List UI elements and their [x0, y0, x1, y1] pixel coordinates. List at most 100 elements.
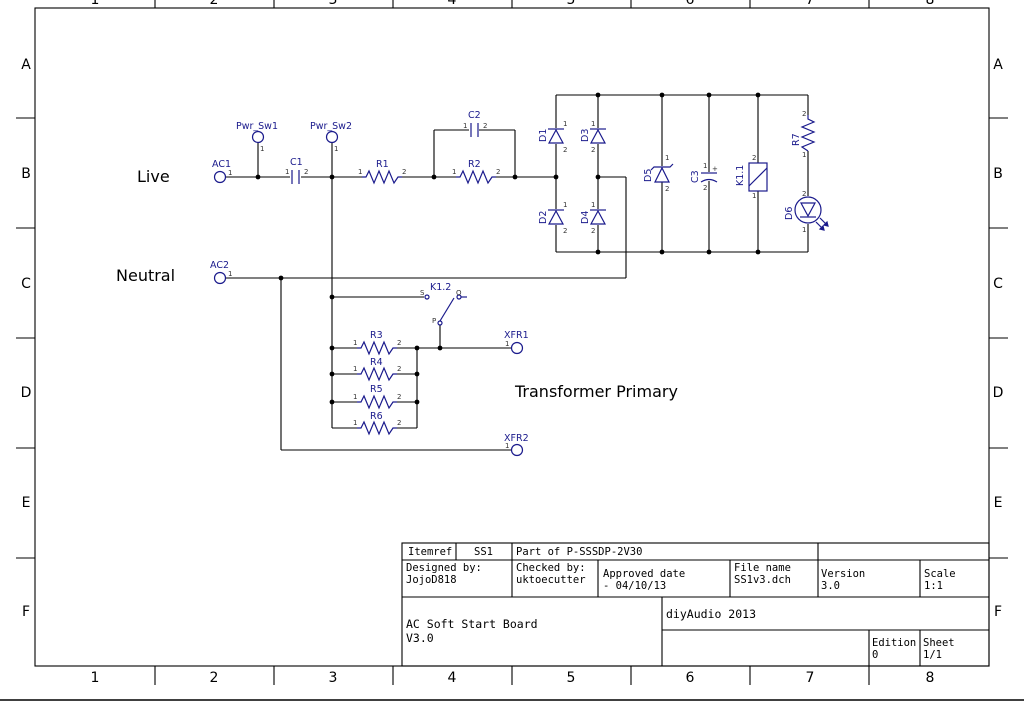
pin-number: 1	[260, 145, 264, 153]
ref-designator: AC2	[210, 260, 229, 271]
pin-number: 2	[304, 168, 308, 176]
relay-coil-k11: K1.1 2 1	[735, 154, 768, 200]
ref-designator: C1	[290, 157, 303, 168]
pin-number: 2	[563, 227, 567, 235]
pin-number: 1	[353, 339, 357, 347]
pin-number: 1	[334, 145, 338, 153]
pin-number: 2	[752, 154, 756, 162]
capacitor-c1: C1 1 2	[285, 157, 308, 184]
pin-number: 1	[228, 169, 232, 177]
ref-designator: R4	[370, 357, 383, 368]
version-value: 3.0	[821, 580, 840, 592]
column-label: 1	[91, 0, 100, 8]
connector-pwr-sw1: Pwr_Sw1 1	[236, 121, 278, 153]
pin-number: 1	[752, 192, 756, 200]
ref-designator: K1.1	[735, 165, 746, 186]
pin-number: 2	[802, 190, 806, 198]
resistor-r1: R1 1 2	[358, 159, 406, 185]
pin-number: 1	[463, 122, 467, 130]
pin-number: 2	[397, 393, 401, 401]
diode-d2: D2 1 2	[538, 201, 567, 235]
net-label-live: Live	[137, 167, 170, 186]
drawing-title: AC Soft Start Board	[406, 617, 538, 631]
column-label: 5	[567, 0, 576, 8]
ref-designator: D1	[538, 129, 549, 142]
designed-by-label: Designed by:	[406, 562, 482, 574]
file-name-value: SS1v3.dch	[734, 574, 791, 586]
column-label: 4	[448, 0, 457, 8]
capacitor-c3: C3 + 1 2	[690, 162, 718, 192]
drawing-title-version: V3.0	[406, 631, 434, 645]
approved-date-value: - 04/10/13	[603, 580, 666, 592]
column-label: 8	[926, 0, 935, 8]
row-label: A	[21, 57, 31, 73]
ref-designator: Pwr_Sw1	[236, 121, 278, 132]
ref-designator: D3	[580, 129, 591, 142]
contact-label-o: O	[456, 289, 462, 297]
pin-number: 1	[703, 162, 707, 170]
pin-number: 1	[505, 340, 509, 348]
led-d6: D6 2 1	[784, 190, 829, 234]
ref-designator: R1	[376, 159, 389, 170]
pin-number: 2	[703, 184, 707, 192]
pin-number: 1	[665, 154, 669, 162]
pin-number: 2	[397, 365, 401, 373]
resistor-r7: R7 2 1	[791, 110, 816, 159]
company-name: diyAudio 2013	[666, 607, 756, 621]
contact-label-s: S	[420, 289, 425, 297]
column-label: 2	[210, 0, 219, 8]
ref-designator: C2	[468, 110, 481, 121]
pin-number: 2	[802, 110, 806, 118]
ref-designator: R6	[370, 411, 383, 422]
ref-designator: XFR2	[504, 433, 529, 444]
ref-designator: K1.2	[430, 282, 451, 293]
pin-number: 2	[563, 146, 567, 154]
ref-designator: D5	[643, 169, 654, 182]
resistor-r3: R3 1 2	[353, 330, 401, 356]
connector-ac1: AC1 1	[212, 159, 232, 184]
designed-by-value: JojoD818	[406, 574, 457, 586]
ref-designator: R2	[468, 159, 481, 170]
title-block: Itemref SS1 Part of P-SSSDP-2V30 Designe…	[401, 542, 990, 667]
resistor-r6: R6 1 2	[353, 411, 401, 436]
diode-d3: D3 1 2	[580, 120, 607, 154]
ref-designator: D2	[538, 211, 549, 224]
contact-label-p: P	[432, 317, 436, 325]
pin-number: 1	[353, 365, 357, 373]
ref-designator: AC1	[212, 159, 231, 170]
pin-number: 2	[496, 168, 500, 176]
pin-number: 2	[397, 419, 401, 427]
ref-designator: XFR1	[504, 330, 529, 341]
version-label: Version	[821, 568, 865, 580]
pin-number: 1	[505, 442, 509, 450]
scale-label: Scale	[924, 568, 956, 580]
capacitor-c2: C2 1 2	[463, 110, 487, 137]
pin-number: 2	[591, 146, 595, 154]
pin-number: 1	[285, 168, 289, 176]
itemref-value: SS1	[474, 546, 493, 558]
checked-by-value: uktoecutter	[516, 574, 586, 586]
sheet-value: 1/1	[923, 649, 942, 661]
sheet-label: Sheet	[923, 637, 955, 649]
column-label: 6	[686, 0, 695, 8]
pin-number: 1	[353, 419, 357, 427]
row-label: B	[993, 166, 1003, 182]
diode-d1: D1 1 2	[538, 120, 567, 154]
pin-number: 2	[402, 168, 406, 176]
pin-number: 1	[591, 201, 595, 209]
checked-by-label: Checked by:	[516, 562, 586, 574]
row-label: E	[22, 495, 31, 511]
column-label: 6	[686, 670, 695, 686]
pin-number: 1	[228, 270, 232, 278]
row-label: D	[993, 385, 1004, 401]
column-label: 1	[91, 670, 100, 686]
column-label: 5	[567, 670, 576, 686]
pin-number: 1	[563, 201, 567, 209]
pin-number: 1	[802, 151, 806, 159]
scale-value: 1:1	[924, 580, 943, 592]
row-label: A	[993, 57, 1003, 73]
row-label: C	[21, 276, 31, 292]
connector-xfr2: XFR2 1	[504, 433, 529, 457]
pin-number: 2	[397, 339, 401, 347]
